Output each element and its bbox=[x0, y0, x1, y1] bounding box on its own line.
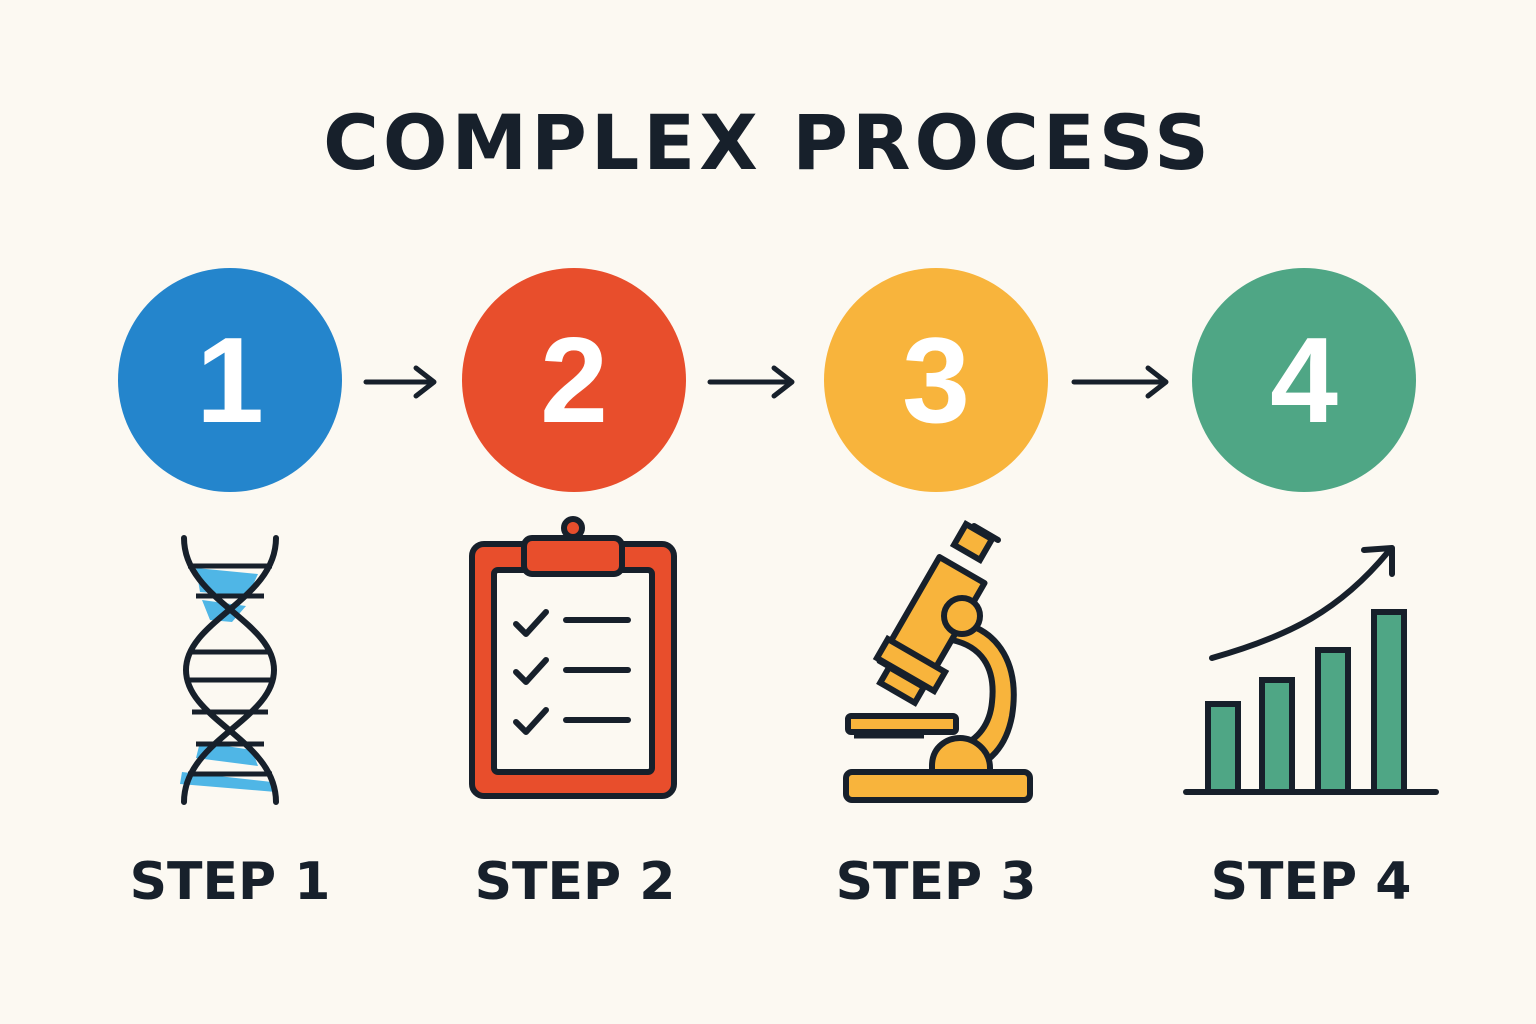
step-3-number: 3 bbox=[902, 312, 970, 448]
growth-chart-icon bbox=[1183, 545, 1439, 795]
step-1-number: 1 bbox=[196, 312, 264, 448]
step-2-number: 2 bbox=[540, 312, 608, 448]
step-1-label: STEP 1 bbox=[129, 852, 331, 912]
step-3-label: STEP 3 bbox=[835, 852, 1037, 912]
step-2-label: STEP 2 bbox=[474, 852, 676, 912]
arrow-2-to-3-icon bbox=[707, 365, 795, 399]
step-4-label: STEP 4 bbox=[1210, 852, 1412, 912]
arrow-1-to-2-icon bbox=[363, 365, 437, 399]
clipboard-checklist-icon bbox=[469, 516, 677, 799]
step-3-circle: 3 bbox=[824, 268, 1048, 492]
step-2-circle: 2 bbox=[462, 268, 686, 492]
step-1-circle: 1 bbox=[118, 268, 342, 492]
arrow-3-to-4-icon bbox=[1071, 365, 1169, 399]
microscope-icon bbox=[843, 520, 1033, 803]
diagram-title: COMPLEX PROCESS bbox=[323, 98, 1213, 187]
step-4-circle: 4 bbox=[1192, 268, 1416, 492]
step-4-number: 4 bbox=[1270, 312, 1338, 448]
dna-icon bbox=[180, 535, 279, 805]
